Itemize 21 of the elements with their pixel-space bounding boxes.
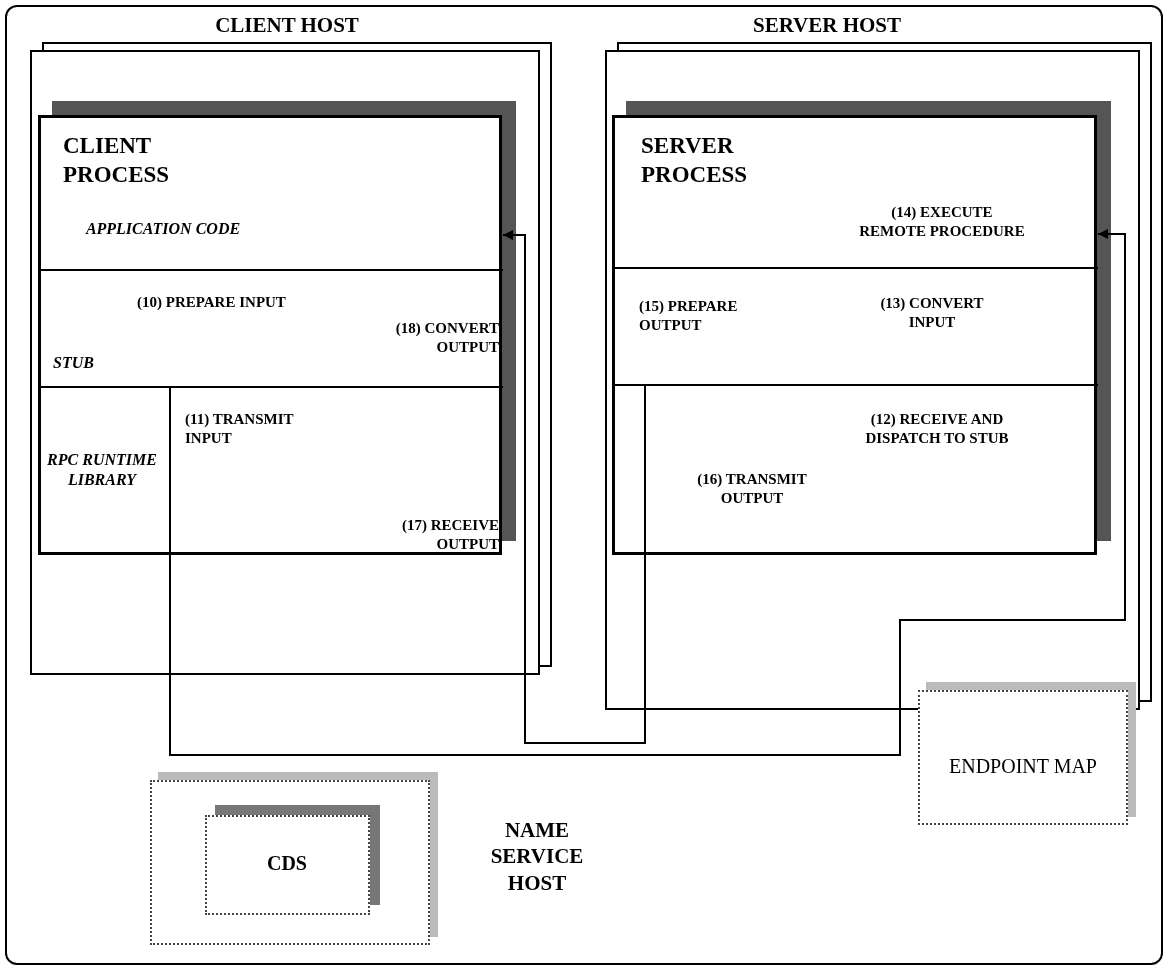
step-label: (15) PREPARE OUTPUT — [639, 297, 739, 335]
process-heading: SERVER PROCESS — [641, 132, 749, 189]
step-label: (16) TRANSMIT OUTPUT — [696, 470, 808, 508]
step-label: (10) PREPARE INPUT — [137, 293, 287, 312]
arrow — [502, 230, 646, 744]
box-label: CDS — [266, 851, 308, 876]
host-heading: CLIENT HOST — [214, 12, 360, 39]
step-label: (17) RECEIVE OUTPUT — [400, 516, 499, 554]
host-heading: NAME SERVICE HOST — [489, 817, 585, 896]
step-label: (14) EXECUTE REMOTE PROCEDURE — [858, 203, 1026, 241]
layer-label: RPC RUNTIME LIBRARY — [47, 450, 157, 490]
step-label: (13) CONVERT INPUT — [879, 294, 985, 332]
step-label: (12) RECEIVE AND DISPATCH TO STUB — [864, 410, 1010, 448]
host-heading: SERVER HOST — [751, 12, 903, 39]
step-label: (11) TRANSMIT INPUT — [185, 410, 295, 448]
layer-label: APPLICATION CODE — [84, 219, 242, 239]
layer-label: STUB — [53, 353, 95, 373]
box-label: ENDPOINT MAP — [948, 754, 1098, 779]
process-heading: CLIENT PROCESS — [63, 132, 171, 189]
step-label: (18) CONVERT OUTPUT — [394, 319, 499, 357]
arrow — [169, 229, 1126, 756]
